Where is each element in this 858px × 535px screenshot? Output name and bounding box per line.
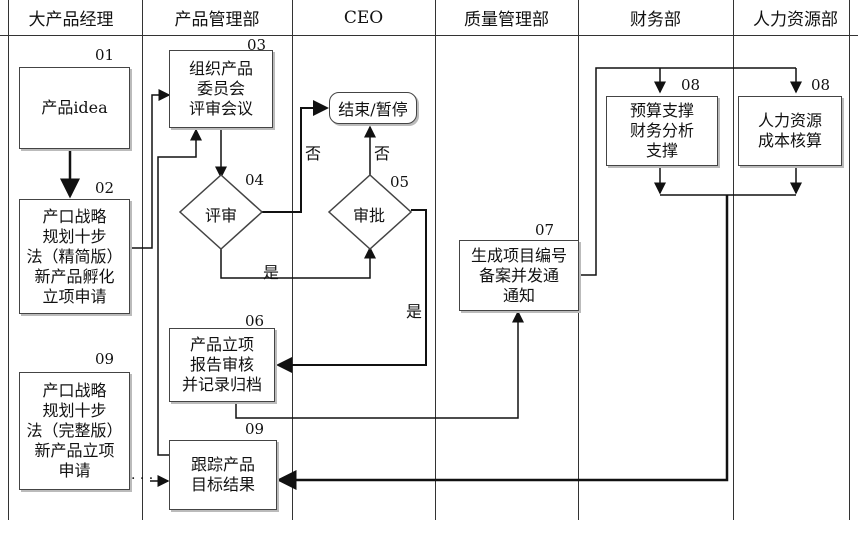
lane-header-finance: 财务部 xyxy=(578,0,733,36)
lane-divider xyxy=(8,0,9,520)
lane-divider xyxy=(733,0,734,520)
step-number-08: 08 xyxy=(681,76,701,94)
lane-divider xyxy=(435,0,436,520)
decision-diamond-04 xyxy=(178,173,264,251)
edge-02-03 xyxy=(131,89,171,249)
step-number-03: 03 xyxy=(247,36,267,54)
edge-08-09 xyxy=(276,195,729,490)
lane-header-quality: 质量管理部 xyxy=(435,0,578,36)
node-hr-cost: 人力资源 成本核算 xyxy=(738,96,842,166)
edge-label-no: 否 xyxy=(374,144,391,163)
decision-label-approve: 审批 xyxy=(353,206,386,225)
lane-divider xyxy=(849,0,850,520)
node-product-idea: 产品idea xyxy=(19,67,130,149)
edge-05-06 xyxy=(276,209,427,373)
node-budget-support: 预算支撑 财务分析 支撑 xyxy=(606,96,718,166)
step-number-02: 02 xyxy=(95,179,115,197)
edge-label-no: 否 xyxy=(305,144,322,163)
lane-header-ceo: CEO xyxy=(292,0,435,36)
edge-06-07 xyxy=(235,310,524,419)
edge-label-yes: 是 xyxy=(406,302,423,321)
node-committee-review-meeting: 组织产品 委员会 评审会议 xyxy=(169,50,273,128)
lane-header-product-management: 产品管理部 xyxy=(142,0,292,36)
decision-diamond-05 xyxy=(327,173,413,251)
node-full-proposal: 产口战略 规划十步 法（完整版） 新产品立项 申请 xyxy=(19,372,130,490)
lane-header-hr: 人力资源部 xyxy=(733,0,858,36)
node-project-number-notice: 生成项目编号 备案并发通 通知 xyxy=(459,240,579,311)
node-track-results: 跟踪产品 目标结果 xyxy=(169,440,277,510)
edge-07-08 xyxy=(580,67,796,276)
decision-label-review: 评审 xyxy=(205,206,238,225)
edge-04-end xyxy=(262,100,329,213)
lane-header-product-manager: 大产品经理 xyxy=(0,0,142,36)
lane-divider xyxy=(292,0,293,520)
node-report-archive: 产品立项 报告审核 并记录归档 xyxy=(169,328,275,402)
dotted-connector: · · · xyxy=(131,471,154,487)
edge-04-05 xyxy=(220,246,376,279)
step-number-09: 09 xyxy=(245,420,265,438)
step-number-04: 04 xyxy=(245,171,265,189)
terminal-end-pause: 结束/暂停 xyxy=(329,92,417,124)
step-number-06: 06 xyxy=(245,312,265,330)
node-simplified-proposal: 产口战略 规划十步 法（精简版） 新产品孵化 立项申请 xyxy=(19,199,130,314)
edge-label-yes: 是 xyxy=(263,263,280,282)
step-number-09: 09 xyxy=(95,350,115,368)
step-number-01: 01 xyxy=(95,46,115,64)
step-number-05: 05 xyxy=(390,173,410,191)
step-number-08: 08 xyxy=(811,76,831,94)
edge-09-03 xyxy=(157,128,202,456)
step-number-07: 07 xyxy=(535,221,555,239)
lane-divider xyxy=(142,0,143,520)
